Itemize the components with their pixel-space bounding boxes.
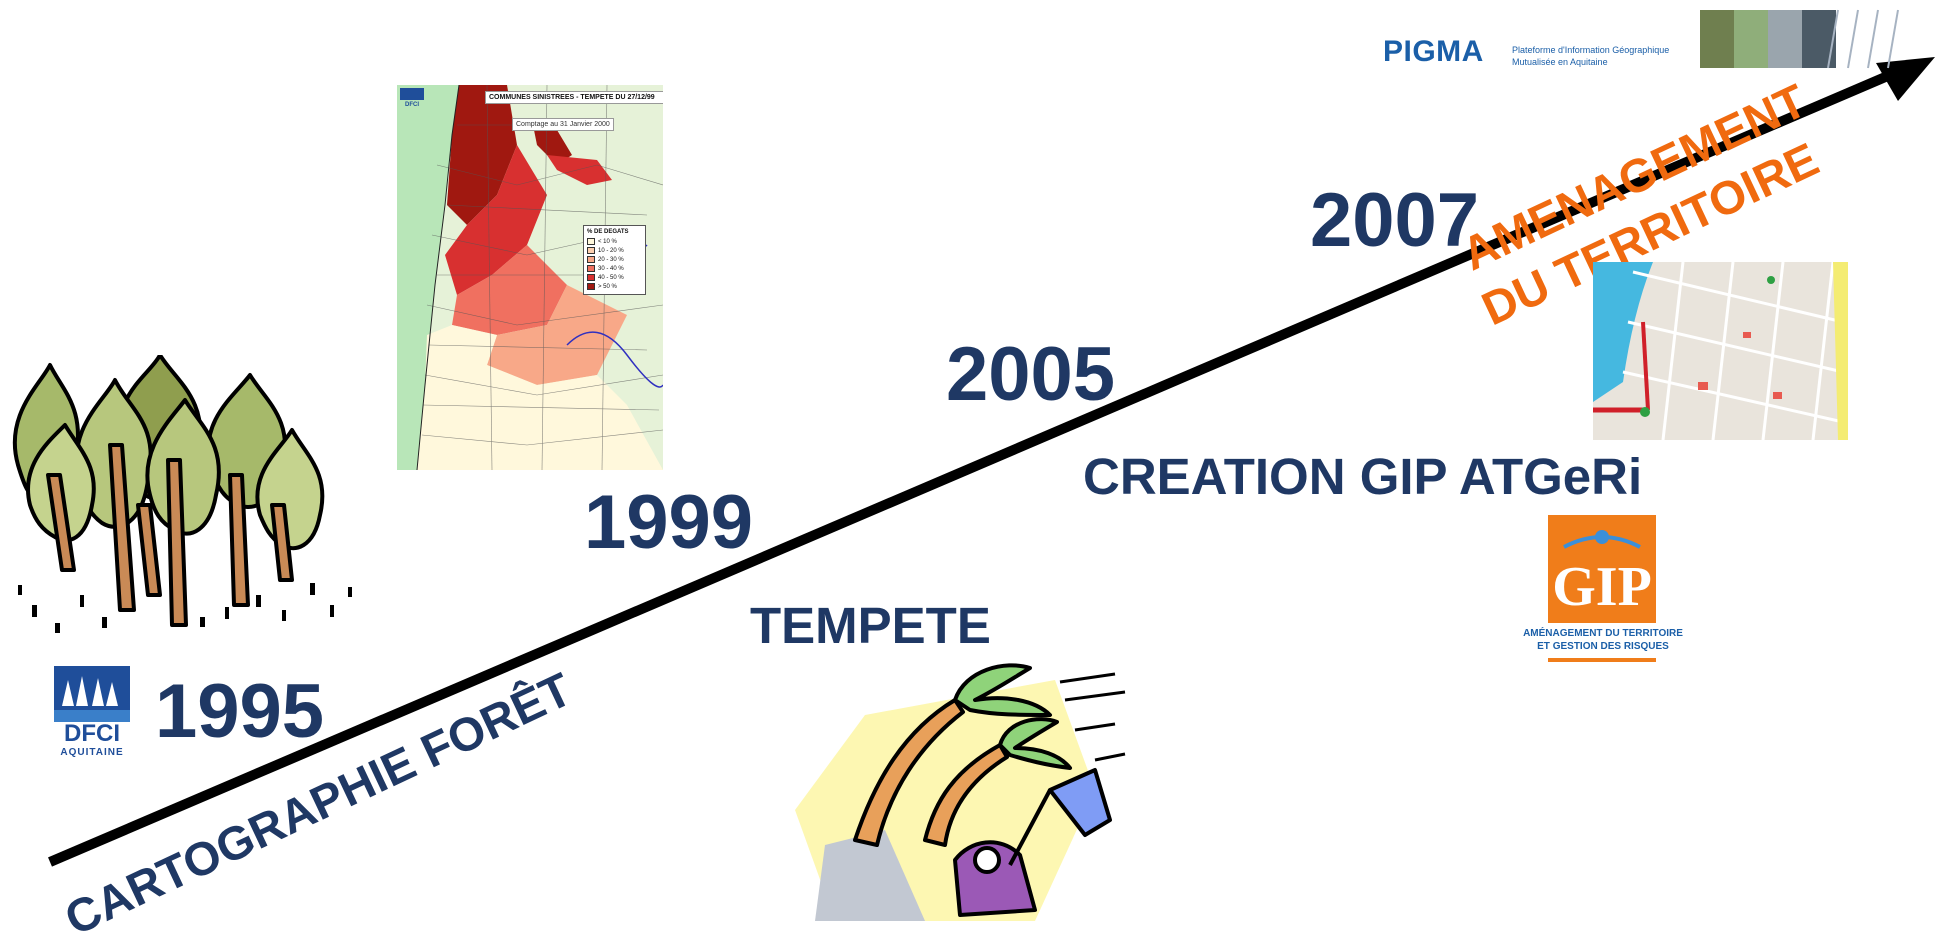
dfci-logo-line2: AQUITAINE — [60, 747, 124, 758]
legend-row: 10 - 20 % — [587, 246, 642, 255]
tempete-label: TEMPETE — [750, 597, 991, 654]
pigma-tagline-1: Plateforme d'Information Géographique — [1512, 45, 1670, 55]
pigma-logo: PIGMA — [1383, 35, 1484, 68]
legend-label: 10 - 20 % — [598, 247, 624, 254]
legend-label: 30 - 40 % — [598, 265, 624, 272]
dfci-logo — [54, 666, 130, 722]
legend-row: 30 - 40 % — [587, 264, 642, 273]
gip-figure-icon — [1563, 530, 1641, 549]
map-dfci-logo: DFCI — [400, 88, 424, 118]
pigma-tagline-2: Mutualisée en Aquitaine — [1512, 57, 1608, 67]
map-legend-title: % DE DEGATS — [587, 229, 629, 235]
year-2005: 2005 — [946, 332, 1116, 417]
gip-caption-1: AMÉNAGEMENT DU TERRITOIRE — [1523, 628, 1683, 639]
legend-label: 40 - 50 % — [598, 274, 624, 281]
legend-label: 20 - 30 % — [598, 256, 624, 263]
storm-damage-map: DFCI COMMUNES SINISTREES - TEMPETE DU 27… — [397, 85, 663, 470]
dfci-logo-line1: DFCI — [64, 720, 120, 747]
year-1999: 1999 — [584, 480, 754, 565]
year-2007: 2007 — [1310, 178, 1480, 263]
dfci-logo-text: DFCI AQUITAINE — [52, 722, 132, 758]
pigma-tagline: Plateforme d'Information Géographique Mu… — [1512, 44, 1669, 68]
forest-clipart — [12, 355, 352, 633]
city-map — [1593, 262, 1848, 440]
gip-caption: AMÉNAGEMENT DU TERRITOIRE ET GESTION DES… — [1505, 627, 1701, 653]
creation-gip-label: CREATION GIP ATGeRi — [1083, 448, 1643, 505]
year-1995: 1995 — [155, 669, 325, 754]
storm-clipart — [795, 663, 1126, 921]
timeline-arrow — [48, 57, 1935, 867]
legend-row: 20 - 30 % — [587, 255, 642, 264]
legend-row: < 10 % — [587, 237, 642, 246]
legend-row: 40 - 50 % — [587, 273, 642, 282]
gip-logo-text: GIP — [1552, 556, 1652, 618]
map-title: COMMUNES SINISTREES - TEMPETE DU 27/12/9… — [485, 91, 663, 104]
map-legend: % DE DEGATS < 10 % 10 - 20 % 20 - 30 % 3… — [583, 225, 646, 295]
gip-logo: GIP — [1548, 515, 1656, 623]
legend-label: < 10 % — [598, 238, 617, 245]
gip-caption-2: ET GESTION DES RISQUES — [1537, 641, 1669, 652]
legend-row: > 50 % — [587, 282, 642, 291]
pigma-photo-strip — [1700, 9, 1899, 69]
legend-label: > 50 % — [598, 283, 617, 290]
gip-underline — [1548, 658, 1656, 662]
map-subtitle: Comptage au 31 Janvier 2000 — [512, 118, 614, 131]
